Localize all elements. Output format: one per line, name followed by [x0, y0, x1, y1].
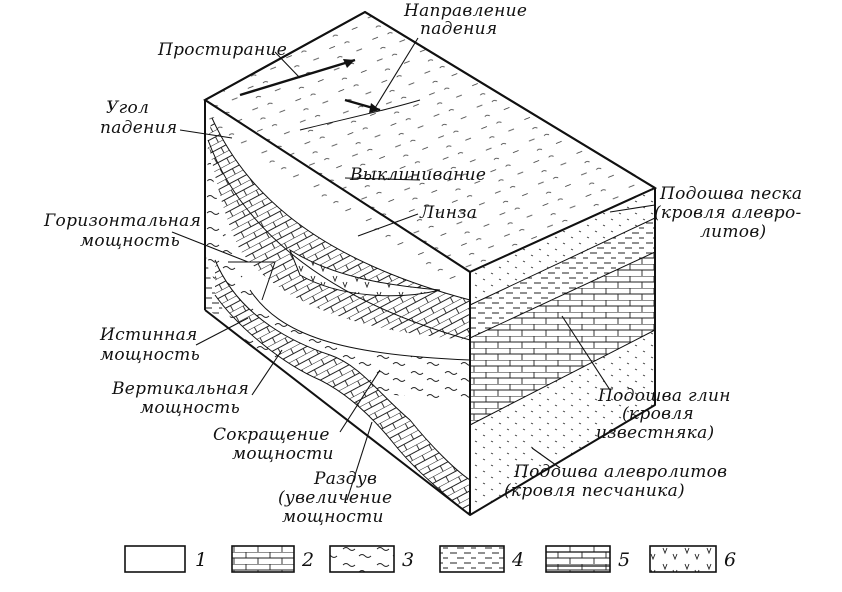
label-thinning-1: Сокращение [213, 425, 330, 445]
label-clay-base-2: (кровля [622, 404, 694, 424]
label-clay-base-1: Подошва глин [597, 386, 731, 406]
legend-number-1: 1 [195, 549, 207, 571]
label-swelling-2: (увеличение [278, 488, 392, 508]
label-sand-base-2: (кровля алевро- [654, 203, 802, 223]
label-strike: Простирание [157, 40, 287, 60]
label-sand-base-3: литов) [700, 222, 766, 242]
label-dip-direction-2: падения [420, 19, 497, 39]
legend-number-4: 4 [511, 549, 524, 571]
label-lens: Линза [419, 203, 477, 223]
legend-number-5: 5 [618, 549, 630, 571]
label-true-thickness-1: Истинная [99, 325, 198, 345]
legend-item-3: 3 [330, 546, 414, 572]
legend-item-6: 6 [650, 546, 736, 572]
label-thinning-2: мощности [232, 444, 334, 464]
legend-item-1: 1 [125, 546, 207, 572]
label-swelling-3: мощности [282, 507, 384, 527]
legend-number-2: 2 [301, 549, 314, 571]
label-siltstone-base-2: (кровля песчаника) [504, 481, 685, 501]
label-vertical-thickness-2: мощность [140, 398, 240, 418]
legend-item-5: 5 [546, 546, 630, 572]
label-siltstone-base-1: Подошва алевролитов [513, 462, 727, 482]
label-horizontal-thickness-2: мощность [80, 231, 180, 251]
label-horizontal-thickness-1: Горизонтальная [43, 211, 201, 231]
legend-number-6: 6 [724, 549, 736, 571]
label-swelling-1: Раздув [313, 469, 377, 489]
label-dip-angle-2: падения [100, 118, 177, 138]
legend: 1 2 3 4 5 6 [125, 546, 736, 572]
legend-item-2: 2 [232, 546, 314, 572]
label-clay-base-3: известняка) [596, 423, 715, 443]
label-true-thickness-2: мощность [100, 345, 200, 365]
label-pinch-out: Выклинивание [349, 165, 486, 185]
label-dip-angle-1: Угол [106, 98, 149, 118]
label-vertical-thickness-1: Вертикальная [111, 379, 249, 399]
label-dip-direction-1: Направление [403, 1, 527, 21]
legend-number-3: 3 [402, 549, 414, 571]
legend-item-4: 4 [440, 546, 524, 572]
label-sand-base-1: Подошва песка [659, 184, 802, 204]
